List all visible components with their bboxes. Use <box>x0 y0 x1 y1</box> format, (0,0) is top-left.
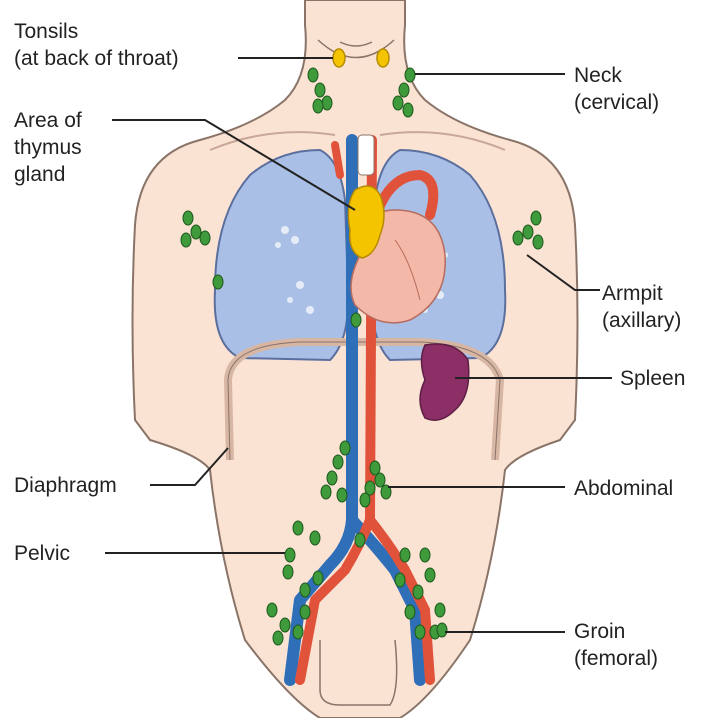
label-line: Area of <box>14 107 82 134</box>
label-line: Pelvic <box>14 540 70 567</box>
label-line: Armpit <box>602 280 681 307</box>
spleen-label: Spleen <box>620 365 685 392</box>
trachea <box>358 135 374 175</box>
abdominal-label: Abdominal <box>574 475 673 502</box>
neck-label: Neck (cervical) <box>574 62 659 116</box>
pelvic-label: Pelvic <box>14 540 70 567</box>
groin-label: Groin (femoral) <box>574 618 658 672</box>
tonsils-label: Tonsils (at back of throat) <box>14 18 179 72</box>
label-line: thymus <box>14 134 82 161</box>
thymus-label: Area of thymus gland <box>14 107 82 188</box>
label-line: Diaphragm <box>14 472 117 499</box>
label-line: (femoral) <box>574 645 658 672</box>
label-line: Tonsils <box>14 18 179 45</box>
label-line: Spleen <box>620 365 685 392</box>
right-tonsil <box>377 49 389 67</box>
label-line: (cervical) <box>574 89 659 116</box>
neck-artery <box>335 145 340 175</box>
left-tonsil <box>333 49 345 67</box>
label-line: Neck <box>574 62 659 89</box>
label-line: Abdominal <box>574 475 673 502</box>
diaphragm-label: Diaphragm <box>14 472 117 499</box>
label-line: (at back of throat) <box>14 45 179 72</box>
label-line: Groin <box>574 618 658 645</box>
label-line: (axillary) <box>602 307 681 334</box>
label-line: gland <box>14 161 82 188</box>
armpit-label: Armpit (axillary) <box>602 280 681 334</box>
